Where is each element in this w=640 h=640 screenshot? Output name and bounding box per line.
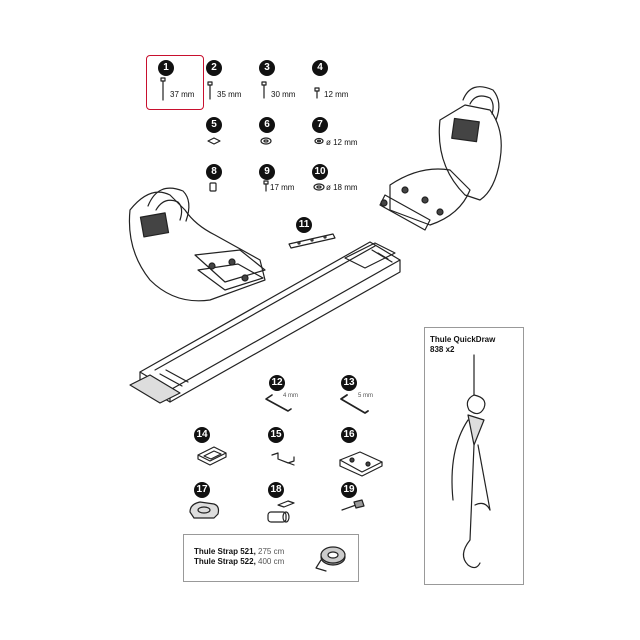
left-saddle-icon [128, 187, 266, 302]
part-2-number: 2 [206, 60, 222, 76]
rope-hook-icon [451, 354, 491, 569]
part-1-number: 1 [158, 60, 174, 76]
quickdraw-title: Thule QuickDraw 838 x2 [430, 335, 495, 355]
part-7-number: 7 [312, 117, 328, 133]
part-1-label: 37 mm [170, 90, 195, 99]
washer-icon [313, 183, 325, 191]
bracket-icon [197, 446, 227, 466]
part-3-number: 3 [259, 60, 275, 76]
hex-key-icon [340, 394, 369, 414]
part-12-label: 4 mm [283, 393, 298, 399]
lock-washer-icon [260, 137, 272, 145]
part-5-number: 5 [206, 117, 222, 133]
part-10-label: ø 18 mm [326, 183, 358, 192]
part-4-number: 4 [312, 60, 328, 76]
part-9-label: 17 mm [270, 183, 295, 192]
part-14-number: 14 [194, 427, 210, 443]
quickdraw-count: 838 x2 [430, 345, 455, 354]
part-9-number: 9 [259, 164, 275, 180]
knob-icon [189, 501, 220, 519]
part-19-number: 19 [341, 482, 357, 498]
part-4-label: 12 mm [324, 90, 349, 99]
part-11-number: 11 [296, 217, 312, 233]
part-8-number: 8 [206, 164, 222, 180]
part-2-label: 35 mm [217, 90, 242, 99]
bolt-icon [207, 81, 213, 100]
strap-521-name: Thule Strap 521, [194, 547, 256, 556]
lock-cylinder-icon [267, 500, 295, 523]
quickdraw-name: Thule QuickDraw [430, 335, 496, 344]
right-saddle-icon [379, 86, 502, 231]
quickdraw-panel [424, 327, 524, 585]
part-3-label: 30 mm [271, 90, 296, 99]
strap-522-name: Thule Strap 522, [194, 557, 256, 566]
part-13-label: 5 mm [358, 393, 373, 399]
strap-panel [183, 534, 359, 582]
key-icon [341, 499, 365, 511]
end-cap-icon [339, 451, 383, 477]
part-13-number: 13 [341, 375, 357, 391]
bolt-icon [263, 180, 269, 192]
bolt-icon [314, 87, 320, 99]
selected-part-highlight [146, 55, 204, 110]
bolt-icon [160, 77, 166, 101]
crossbar-rail-icon [129, 241, 401, 404]
clip-icon [271, 452, 295, 466]
strap-roll-icon [315, 546, 346, 572]
part-16-number: 16 [341, 427, 357, 443]
square-nut-icon [207, 137, 221, 145]
strap-text: Thule Strap 521, 275 cm Thule Strap 522,… [194, 547, 284, 567]
hex-key-icon [265, 394, 292, 412]
part-6-number: 6 [259, 117, 275, 133]
part-17-number: 17 [194, 482, 210, 498]
washer-icon [314, 137, 324, 145]
part-7-label: ø 12 mm [326, 138, 358, 147]
spacer-icon [209, 182, 217, 192]
part-12-number: 12 [269, 375, 285, 391]
bolt-icon [261, 81, 267, 99]
part-10-number: 10 [312, 164, 328, 180]
part-15-number: 15 [268, 427, 284, 443]
part-18-number: 18 [268, 482, 284, 498]
strap-522-length: 400 cm [255, 557, 285, 566]
strap-521-length: 275 cm [255, 547, 285, 556]
plate-icon [288, 233, 336, 249]
